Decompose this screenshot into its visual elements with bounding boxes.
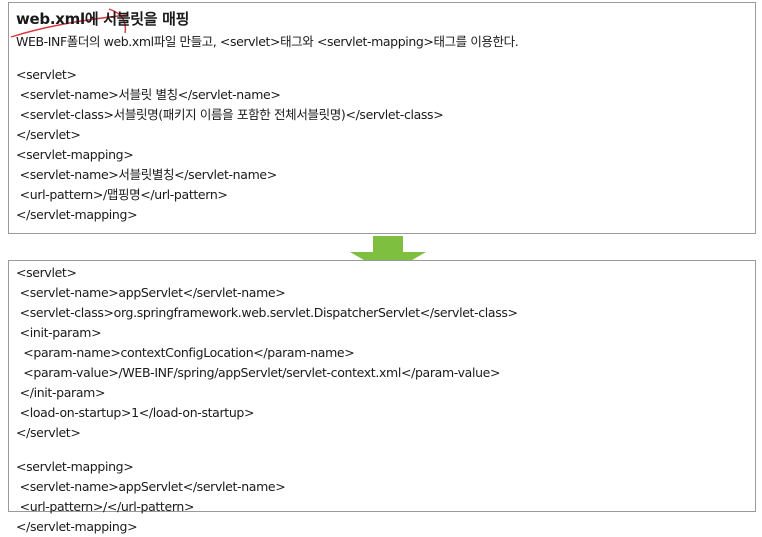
code-line: <init-param> [16, 325, 102, 340]
code-line [16, 443, 518, 457]
code-line: <servlet> [16, 67, 77, 82]
code-line: <servlet-class>서블릿명(패키지 이름을 포함한 전체서블릿명)<… [16, 107, 444, 122]
description-text: WEB-INF폴더의 web.xml파일 만들고, <servlet>태그와 <… [16, 34, 519, 49]
code-line: <servlet-name>서블릿 별칭</servlet-name> [16, 87, 281, 102]
example-panel: <servlet> <servlet-name>appServlet</serv… [8, 260, 756, 534]
code-line: </servlet> [16, 127, 81, 142]
code-line: <load-on-startup>1</load-on-startup> [16, 405, 255, 420]
code-line: <url-pattern>/</url-pattern> [16, 499, 195, 514]
code-line: <servlet-name>appServlet</servlet-name> [16, 285, 286, 300]
code-line: </servlet> [16, 425, 81, 440]
code-line: </init-param> [16, 385, 106, 400]
code-line: <servlet-mapping> [16, 459, 134, 474]
page-title: web.xml에 서블릿을 매핑 [16, 10, 190, 28]
code-line: <param-name>contextConfigLocation</param… [16, 345, 355, 360]
code-line: <servlet> [16, 265, 77, 280]
code-line: <servlet-mapping> [16, 147, 134, 162]
code-line: <servlet-name>서블릿별칭</servlet-name> [16, 167, 278, 182]
code-line: <servlet-name>appServlet</servlet-name> [16, 479, 286, 494]
code-line: </servlet-mapping> [16, 519, 138, 534]
example-code-block: <servlet> <servlet-name>appServlet</serv… [16, 263, 518, 537]
code-line: <param-value>/WEB-INF/spring/appServlet/… [16, 365, 501, 380]
code-line: </servlet-mapping> [16, 207, 138, 222]
code-line: <url-pattern>/맵핑명</url-pattern> [16, 187, 228, 202]
code-line: <servlet-class>org.springframework.web.s… [16, 305, 518, 320]
template-code-block: <servlet> <servlet-name>서블릿 별칭</servlet-… [16, 65, 444, 225]
red-annotation-mark [10, 8, 128, 38]
template-panel: web.xml에 서블릿을 매핑 WEB-INF폴더의 web.xml파일 만들… [8, 2, 756, 234]
